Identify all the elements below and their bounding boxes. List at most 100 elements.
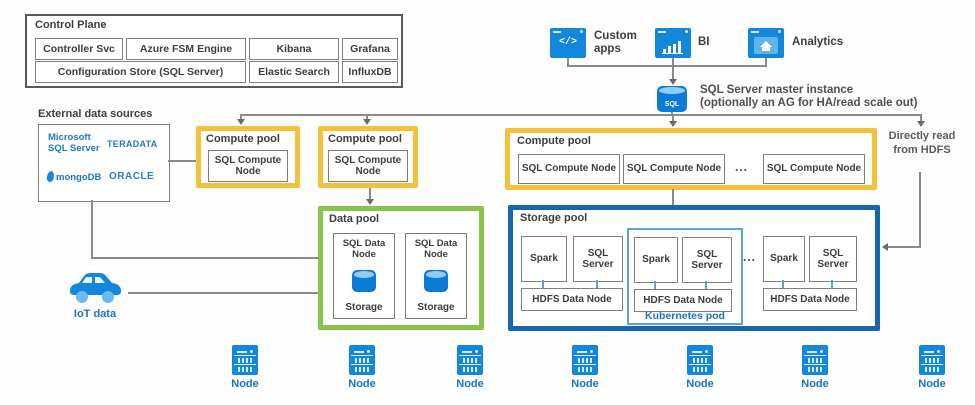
sql-server-node: SQL Server (682, 237, 732, 283)
node-server-icon (349, 345, 375, 375)
connector-line (128, 292, 318, 294)
connector-line (672, 114, 674, 122)
mongodb-logo: mongoDB (56, 172, 102, 183)
code-glyph: </> (558, 37, 577, 48)
connector-line (369, 188, 371, 200)
compute-pool-3: Compute pool SQL Compute Node SQL Comput… (505, 128, 877, 190)
arrow-left-icon (882, 243, 888, 251)
teradata-logo: TERADATA (107, 139, 158, 149)
spark-node: Spark (521, 236, 567, 282)
kubernetes-pod-box: Spark SQL Server HDFS Data Node Kubernet… (627, 228, 743, 325)
mongodb-leaf-icon (45, 170, 56, 183)
connector-line (831, 280, 833, 288)
connector-line (91, 200, 93, 258)
hdfs-note: Directly read from HDFS (888, 130, 956, 156)
data-pool-title: Data pool (329, 213, 380, 225)
master-instance-title: SQL Server master instance (700, 84, 854, 96)
connector-line (596, 280, 598, 288)
connector-line (654, 281, 656, 289)
analytics-label: Analytics (792, 36, 844, 48)
sql-data-node-label: SQL Data Node (342, 238, 386, 260)
connector-line (672, 65, 674, 80)
custom-apps-icon: </> (550, 28, 586, 58)
data-pool: Data pool SQL Data Node Storage SQL Data… (318, 206, 484, 330)
iot-car-icon (66, 268, 124, 306)
sql-icon-label: SQL (664, 101, 680, 108)
sql-compute-node: SQL Compute Node (623, 154, 725, 184)
sql-compute-node: SQL Compute Node (328, 150, 408, 182)
control-plane-item-kibana: Kibana (249, 38, 339, 60)
storage-pool: Storage pool Spark SQL Server HDFS Data … (508, 205, 880, 331)
storage-label: Storage (345, 301, 383, 313)
node-label: Node (801, 378, 829, 390)
connector-line (91, 257, 318, 259)
master-instance-subtitle: (optionally an AG for HA/read scale out) (700, 97, 918, 109)
sql-data-node-2: SQL Data Node Storage (405, 233, 467, 319)
ellipsis: ... (735, 160, 749, 174)
bi-label: BI (698, 36, 710, 48)
arrow-down-icon (366, 199, 374, 205)
sql-server-node: SQL Server (573, 236, 623, 282)
connector-line (705, 281, 707, 289)
spark-node: Spark (763, 236, 805, 282)
hdfs-data-node: HDFS Data Node (521, 288, 623, 311)
node-label: Node (686, 378, 714, 390)
compute-pool-1-title: Compute pool (206, 133, 280, 145)
control-plane-item-elastic-search: Elastic Search (249, 61, 339, 83)
compute-pool-2: Compute pool SQL Compute Node (318, 126, 418, 188)
analytics-icon (748, 28, 784, 58)
bi-icon (655, 28, 691, 58)
sql-data-node-label: SQL Data Node (414, 238, 458, 260)
connector-line (765, 58, 767, 67)
microsoft-sql-server-logo: Microsoft SQL Server (48, 132, 100, 154)
connector-line (920, 114, 922, 122)
external-sources-box: Microsoft SQL Server TERADATA mongoDB OR… (38, 124, 170, 202)
connector-line (567, 58, 569, 67)
ellipsis: ... (743, 250, 757, 264)
home-glyph (754, 37, 778, 54)
storage-database-icon (424, 270, 448, 293)
storage-pool-title: Storage pool (520, 212, 588, 224)
sql-server-node: SQL Server (809, 236, 857, 282)
connector-line (366, 114, 368, 120)
node-label: Node (571, 378, 599, 390)
hdfs-data-node: HDFS Data Node (763, 288, 857, 311)
arrow-down-icon (917, 121, 925, 127)
control-plane-item-influxdb: InfluxDB (342, 61, 398, 83)
node-server-icon (802, 345, 828, 375)
spark-node: Spark (634, 237, 678, 283)
connector-line (168, 160, 212, 162)
external-sources-title: External data sources (38, 108, 153, 120)
arrow-down-icon (669, 121, 677, 127)
node-label: Node (348, 378, 376, 390)
control-plane-item-azure-fsm-engine: Azure FSM Engine (126, 38, 246, 60)
storage-label: Storage (417, 301, 455, 313)
compute-pool-1: Compute pool SQL Compute Node (196, 126, 300, 188)
control-plane-item-controller-svc: Controller Svc (35, 38, 123, 60)
connector-line (919, 172, 921, 248)
connector-line (888, 246, 921, 248)
connector-line (567, 65, 767, 67)
node-label: Node (456, 378, 484, 390)
connector-line (782, 280, 784, 288)
oracle-logo: ORACLE (109, 171, 155, 182)
node-server-icon (572, 345, 598, 375)
compute-pool-3-title: Compute pool (517, 135, 591, 147)
sql-master-database-icon: SQL (657, 86, 687, 112)
arrow-down-icon (237, 119, 245, 125)
connector-line (240, 114, 242, 120)
sql-compute-node: SQL Compute Node (763, 154, 865, 184)
control-plane-item-configuration-store: Configuration Store (SQL Server) (35, 61, 246, 83)
bar-chart-glyph (663, 41, 681, 53)
node-server-icon (919, 345, 945, 375)
sql-compute-node: SQL Compute Node (208, 150, 288, 182)
node-server-icon (457, 345, 483, 375)
arrow-down-icon (363, 119, 371, 125)
sql-compute-node: SQL Compute Node (518, 154, 620, 184)
storage-database-icon (352, 270, 376, 293)
connector-line (542, 280, 544, 288)
iot-data-label: IoT data (73, 308, 117, 320)
compute-pool-2-title: Compute pool (328, 133, 402, 145)
control-plane-title: Control Plane (35, 19, 107, 31)
